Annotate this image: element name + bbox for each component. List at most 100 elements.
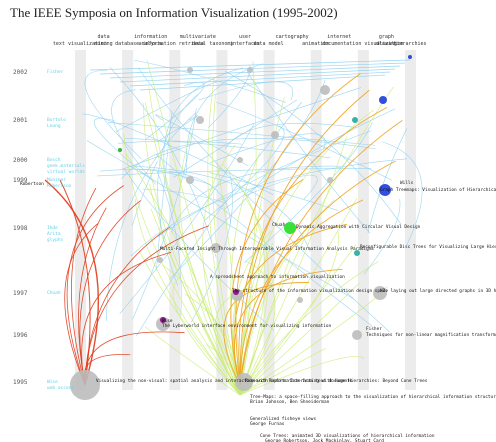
citation-edge: [221, 163, 266, 396]
category-label-top: internet: [327, 34, 351, 40]
year-label: 1999: [13, 177, 28, 184]
paper-node: [187, 67, 193, 73]
author-label: Leung: [47, 123, 61, 129]
citation-edge: [239, 230, 339, 396]
year-label: 2001: [13, 117, 28, 124]
paper-node: [157, 257, 163, 263]
category-label-bottom: text visualization: [53, 41, 107, 47]
paper-node: [233, 289, 239, 295]
paper-node: [160, 317, 166, 323]
paper-annotation: Wise: [162, 318, 173, 324]
paper-node: [320, 85, 330, 95]
citation-edge: [121, 87, 361, 170]
citation-edge: [233, 268, 343, 386]
author-label: web access: [47, 385, 74, 391]
citation-edge: [59, 179, 91, 386]
citation-edge: [105, 112, 197, 321]
author-label: Fisher: [47, 69, 64, 75]
citation-edge: [89, 59, 411, 71]
paper-annotation: Robertson: [20, 181, 44, 187]
category-label-bottom: documentation visualization: [322, 41, 403, 47]
paper-annotation: The structure of the information visuali…: [232, 288, 388, 294]
paper-nodes: [70, 55, 412, 400]
paper-annotation: Graph Treemaps: Visualization of Hierarc…: [380, 187, 496, 193]
citation-edge: [123, 133, 241, 396]
citation-edge: [109, 66, 217, 258]
citation-edge: [246, 71, 371, 234]
category-stripe: [122, 50, 134, 390]
category-label-top: user: [239, 34, 251, 40]
citation-edge: [163, 67, 244, 208]
paper-annotation: George Furnas: [250, 421, 285, 427]
paper-annotation: Multi-Faceted Insight Through Interopera…: [160, 246, 374, 252]
citation-edge: [71, 187, 97, 386]
paper-annotation: Dynamic Aggregation with Circular Visual…: [296, 224, 421, 230]
citation-edge: [172, 278, 241, 396]
author-label: Robertson: [47, 183, 72, 189]
year-label: 2000: [13, 157, 28, 164]
paper-annotation: Techniques for non-linear magnification …: [366, 332, 496, 338]
category-stripe: [357, 50, 369, 390]
paper-node: [297, 297, 303, 303]
paper-node: [284, 222, 296, 234]
citation-edge: [363, 198, 401, 275]
author-label: geek.materials: [47, 163, 85, 169]
category-label-top: information: [134, 34, 167, 40]
citation-edge: [134, 198, 241, 396]
year-label: 1995: [13, 379, 28, 386]
citation-edge: [64, 223, 99, 386]
author-label: Ihde: [47, 225, 58, 231]
category-label-bottom: data: [192, 41, 204, 47]
citation-edge: [94, 118, 154, 182]
citation-edge: [134, 59, 287, 103]
paper-node: [354, 250, 360, 256]
paper-annotation: H3: laying out large directed graphs in …: [380, 288, 496, 294]
paper-node: [196, 116, 204, 124]
paper-annotation: A spreadsheet approach to information vi…: [210, 274, 345, 280]
category-label-top: cartography: [276, 34, 309, 40]
paper-annotation: Brian Johnson, Ben Shneiderman: [250, 399, 330, 405]
author-label: Munzner: [47, 177, 66, 183]
citation-edge: [239, 244, 357, 396]
page-title: The IEEE Symposia on Information Visuali…: [10, 5, 338, 20]
citation-edge: [129, 71, 391, 87]
author-label: Bosch: [47, 157, 61, 163]
paper-annotation: George Robertson, Jock Mackinlay, Stuart…: [265, 438, 384, 442]
citation-edge: [132, 108, 197, 320]
paper-node: [327, 177, 333, 183]
citation-edge: [144, 326, 241, 396]
citation-edge: [239, 119, 403, 386]
citation-edge: [146, 59, 241, 396]
category-stripe: [169, 50, 181, 390]
paper-annotation: Research Report: Interacting with Huge H…: [245, 378, 428, 384]
category-label-bottom: information retrieval: [143, 41, 206, 47]
citation-edge: [381, 141, 423, 246]
citation-edge: [155, 153, 373, 327]
citation-edge: [142, 188, 227, 204]
citation-edge: [137, 248, 241, 396]
citation-edge: [212, 93, 241, 396]
citation-edge: [239, 348, 326, 396]
category-label-bottom: taxonomy: [209, 41, 233, 47]
citation-edge: [130, 165, 311, 252]
citation-edge: [239, 89, 370, 386]
author-labels: FisherBortoloLeungBoschgeek.materialsvir…: [47, 69, 85, 391]
citation-edge: [224, 108, 396, 210]
category-stripe: [310, 50, 322, 390]
citation-edge: [118, 140, 242, 145]
citation-edge: [156, 111, 173, 271]
citation-edge: [121, 138, 376, 180]
author-label: virtual worlds: [47, 169, 85, 175]
paper-annotation: The Lyberworld interface environment for…: [162, 323, 332, 329]
citation-edge: [139, 74, 386, 91]
citation-edge: [239, 109, 374, 396]
paper-node: [156, 317, 170, 331]
category-label-bottom: analysis: [139, 41, 163, 47]
citation-edge: [207, 76, 241, 396]
citation-edge: [109, 65, 401, 79]
category-label-bottom: interfaces: [230, 41, 260, 47]
paper-node: [237, 157, 243, 163]
